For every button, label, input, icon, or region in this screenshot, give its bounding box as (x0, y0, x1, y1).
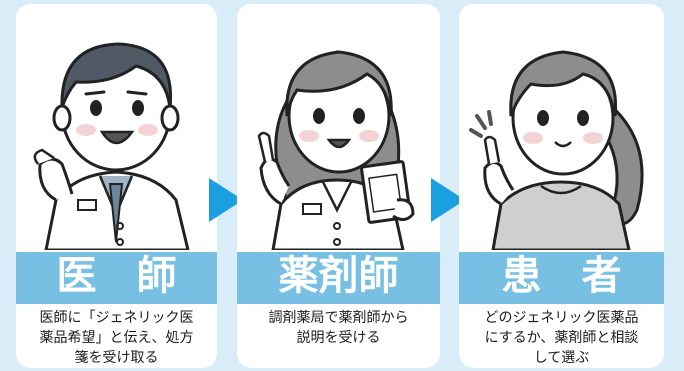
patient-label-band: 患 者 どのジェネリック医薬品 にするか、薬剤師と相談 して選ぶ (459, 252, 664, 368)
description-line: 箋を受け取る (74, 350, 159, 366)
patient-illustration (469, 50, 644, 250)
pharmacist-illustration (257, 50, 415, 250)
pharmacist-panel: 薬剤師 調剤薬局で薬剤師から 説明を受ける (237, 4, 440, 368)
doctor-label-band: 医 師 医師に「ジェネリック医 薬品希望」と伝え、処方 箋を受け取る (16, 252, 217, 368)
description-line: どのジェネリック医薬品 (484, 310, 639, 326)
description-line: にするか、薬剤師と相談 (484, 330, 639, 346)
doctor-panel: 医 師 医師に「ジェネリック医 薬品希望」と伝え、処方 箋を受け取る (16, 4, 217, 368)
arrow-right-icon (209, 178, 243, 222)
description-line: 薬品希望」と伝え、処方 (39, 330, 194, 346)
arrow-right-icon (431, 178, 465, 222)
role-description: 医師に「ジェネリック医 薬品希望」と伝え、処方 箋を受け取る (16, 304, 217, 368)
role-description: どのジェネリック医薬品 にするか、薬剤師と相談 して選ぶ (459, 304, 664, 368)
doctor-illustration (33, 42, 190, 250)
description-line: して選ぶ (533, 350, 590, 366)
description-line: 説明を受ける (296, 330, 381, 346)
role-title: 医 師 (56, 253, 177, 299)
description-line: 医師に「ジェネリック医 (39, 310, 194, 326)
pharmacist-label-band: 薬剤師 調剤薬局で薬剤師から 説明を受ける (237, 252, 440, 368)
role-title: 患 者 (501, 253, 622, 299)
description-line: 調剤薬局で薬剤師から (268, 310, 409, 326)
role-description: 調剤薬局で薬剤師から 説明を受ける (237, 304, 440, 368)
role-title: 薬剤師 (278, 253, 399, 299)
patient-panel: 患 者 どのジェネリック医薬品 にするか、薬剤師と相談 して選ぶ (459, 4, 664, 368)
